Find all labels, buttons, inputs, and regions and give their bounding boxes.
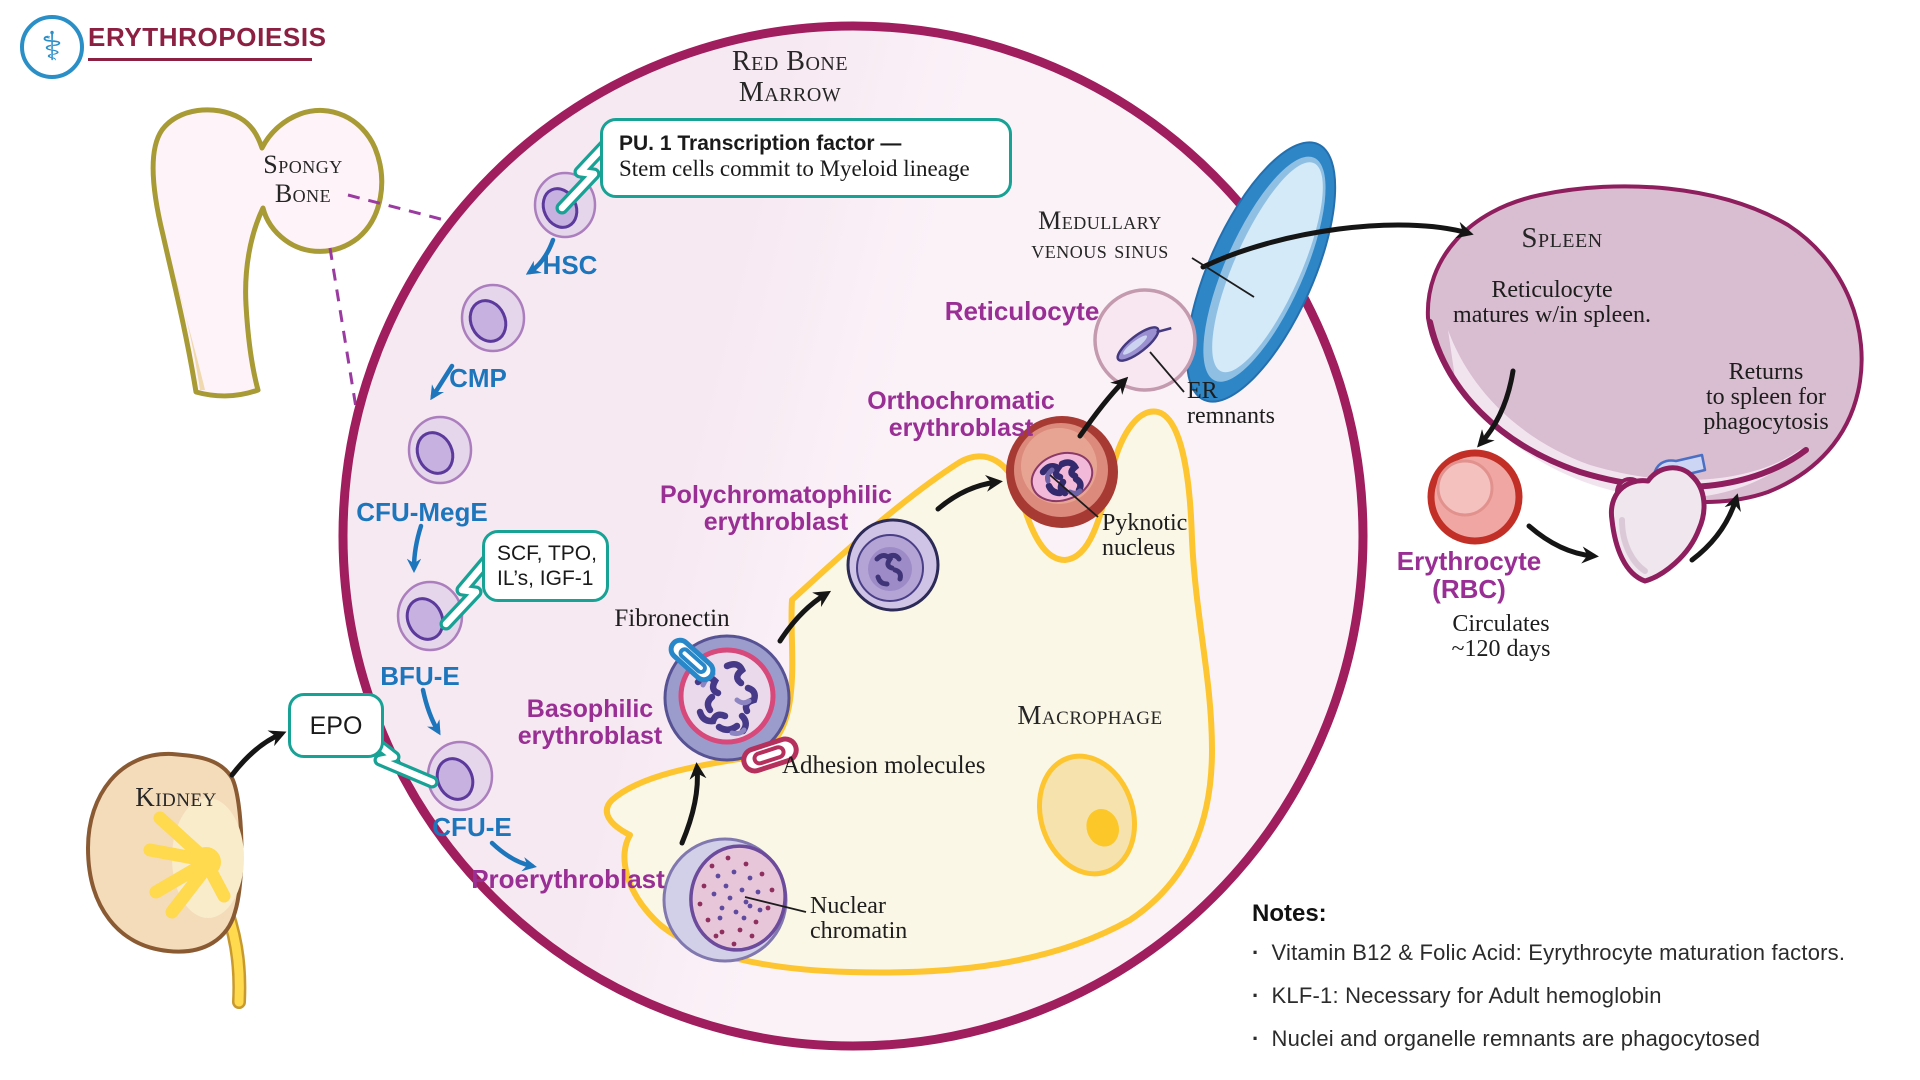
dashed-link-lower (328, 247, 360, 421)
flow-arrows (229, 221, 1741, 846)
kidney-label: Kidney (135, 782, 217, 812)
spleen-label: Spleen (1521, 222, 1603, 254)
basophilic-erythroblast-cell (663, 634, 799, 774)
kidney-to-epo-arrow (229, 730, 287, 778)
epo-factor-box: EPO (288, 693, 384, 758)
pu1-factor-box: PU. 1 Transcription factor — Stem cells … (600, 118, 1012, 198)
cfu-mege-label: CFU-MegE (356, 497, 488, 527)
fibronectin-label: Fibronectin (614, 605, 730, 632)
staff-of-asclepius-icon: ⚕ (20, 15, 84, 79)
pointer-lines (744, 257, 1255, 913)
ortho-to-retic-arrow (1077, 376, 1129, 439)
page-title: ERYTHROPOIESIS (88, 22, 327, 52)
macrophage-nucleus (1036, 753, 1138, 877)
heart-to-spleen-arrow (1689, 493, 1741, 563)
polychromatophilic-erythroblast-cell (846, 518, 940, 612)
medullary-venous-sinus-label: Medullary venous sinus (1031, 206, 1169, 265)
note-item: Nuclei and organelle remnants are phagoc… (1252, 1026, 1845, 1052)
kidney-illustration (85, 751, 247, 1009)
cfu-mege-cell (407, 415, 473, 485)
circulates-note: Circulates ~120 days (1451, 611, 1551, 662)
adhesion-molecule-clip-icon (741, 736, 799, 774)
baso-to-poly-arrow (777, 590, 832, 644)
pyknotic-nucleus-clumps (1039, 459, 1084, 497)
nuclear-chromatin-label: Nuclear chromatin (810, 893, 908, 945)
erythrocyte-cell (1427, 449, 1523, 545)
medullary-venous-sinus-vessel (1185, 141, 1337, 403)
nuclear-chromatin-speckles (697, 855, 775, 947)
orthochromatic-label: Orthochromatic erythroblast (867, 387, 1055, 442)
proerythroblast-label: Proerythroblast (471, 864, 665, 894)
reticulocyte-cell (1093, 288, 1197, 392)
nuclear-chromatin-speckles-2 (711, 869, 763, 921)
stage-arrows (406, 237, 556, 872)
cmp-cell (460, 283, 526, 353)
heart-icon (1608, 453, 1707, 584)
polychromatophilic-label: Polychromatophilic erythroblast (660, 481, 892, 536)
poly-to-ortho-arrow (935, 474, 1003, 512)
scf-factor-box: SCF, TPO, IL’s, IGF-1 (482, 530, 609, 602)
red-bone-marrow-label: Red Bone Marrow (731, 46, 849, 109)
rbc-to-heart-arrow (1526, 523, 1599, 564)
macrophage-label: Macrophage (1017, 700, 1163, 730)
pro-to-baso-arrow (679, 762, 707, 846)
spongy-bone-label: Spongy Bone (263, 150, 343, 209)
notes-section: Notes: Vitamin B12 & Folic Acid: Eyrythr… (1252, 900, 1845, 1069)
dashed-link-upper (347, 193, 453, 224)
basophilic-label: Basophilic erythroblast (517, 695, 663, 750)
proerythroblast-cell (662, 837, 788, 963)
fibronectin-clip-icon (668, 637, 716, 683)
bfu-e-label: BFU-E (380, 661, 460, 691)
pu1-bolt-icon (555, 135, 615, 215)
spleen-maturation-note: Reticulocyte matures w/in spleen. (1453, 277, 1651, 328)
spleen-illustration (1425, 184, 1864, 505)
spongy-bone-illustration (150, 107, 453, 421)
cmp-label: CMP (449, 363, 507, 393)
cfu-e-label: CFU-E (432, 812, 512, 842)
pyknotic-nucleus-label: Pyknotic nucleus (1102, 510, 1188, 562)
retic-to-spleen-arrow (1200, 221, 1474, 270)
er-remnants-label: ER remnants (1187, 378, 1275, 430)
reticulocyte-label: Reticulocyte (944, 296, 1100, 326)
progenitor-cells (396, 171, 597, 812)
orthochromatic-erythroblast-cell (1006, 416, 1118, 528)
note-item: Vitamin B12 & Folic Acid: Eyrythrocyte m… (1252, 940, 1845, 966)
er-remnant-shape (1116, 326, 1172, 362)
spleen-to-rbc-arrow (1477, 368, 1516, 448)
macrophage-cell (603, 408, 1215, 976)
notes-heading: Notes: (1252, 900, 1327, 927)
scf-bolt-icon (439, 551, 496, 631)
erythrocyte-label: Erythrocyte (RBC) (1396, 546, 1542, 604)
note-item: KLF-1: Necessary for Adult hemoglobin (1252, 983, 1845, 1009)
pu1-title: PU. 1 Transcription factor — (619, 132, 902, 155)
returns-to-spleen-note: Returns to spleen for phagocytosis (1703, 359, 1829, 435)
hsc-label: HSC (542, 250, 598, 280)
adhesion-molecules-label: Adhesion molecules (782, 752, 986, 779)
cfu-e-cell (426, 740, 494, 812)
title-underline (88, 58, 312, 61)
pu1-desc: Stem cells commit to Myeloid lineage (619, 156, 970, 182)
